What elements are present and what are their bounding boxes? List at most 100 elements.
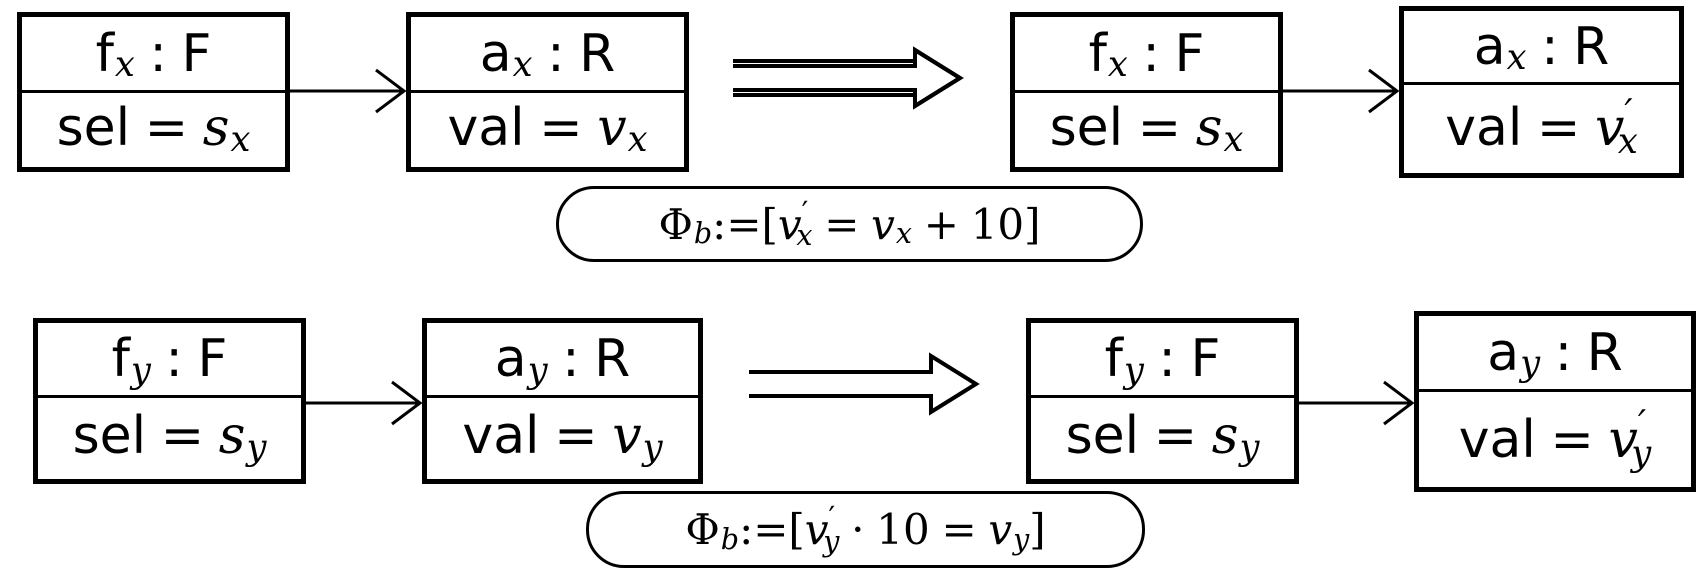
node-name: f (95, 23, 114, 84)
type-colon: : (149, 23, 167, 84)
node-name: a (494, 329, 527, 389)
attr-value: s (1195, 98, 1223, 158)
condition-phi: Φ (658, 199, 693, 249)
node-name: f (1104, 329, 1123, 389)
attr-value-sub: x (1223, 118, 1244, 160)
condition-assign: := (712, 199, 762, 249)
node-name-sub: y (527, 349, 548, 391)
attr-equals: = (1137, 98, 1182, 158)
attr-value-sub: y (1239, 426, 1260, 468)
attr-value: s (1211, 406, 1239, 466)
node-name: a (1487, 322, 1520, 383)
node-type: R (1586, 322, 1623, 383)
attr-equals: = (1550, 409, 1594, 470)
node-name: a (1473, 16, 1506, 77)
node-attribute: val = v′y (1419, 392, 1691, 487)
type-colon: : (1142, 23, 1160, 84)
attr-equals: = (539, 98, 583, 158)
condition-operator: = (824, 199, 860, 249)
attr-value: s (202, 98, 230, 158)
edge-arrowhead (375, 68, 407, 114)
attr-equals: = (1153, 406, 1198, 466)
condition-var: v (804, 505, 829, 554)
attr-value: v (597, 98, 627, 158)
attr-value: s (218, 406, 246, 466)
edge-arrowhead (1368, 68, 1400, 114)
attr-value-sub: y (1631, 432, 1652, 474)
condition-operator: + (923, 199, 959, 249)
rewrite-arrow-head (929, 352, 980, 416)
attr-value-sub: x (230, 118, 251, 160)
attr-equals: = (1536, 98, 1581, 158)
node-type: F (1190, 329, 1221, 389)
node-name-sub: y (130, 349, 151, 391)
condition-operator: · (851, 505, 865, 554)
edge-arrowhead (1383, 380, 1415, 426)
attr-value-sub: x (1617, 121, 1638, 163)
type-colon: : (562, 329, 580, 389)
node-type: R (1573, 16, 1610, 77)
edge-arrowhead (391, 380, 423, 426)
node-type: F (1174, 23, 1205, 84)
rewrite-arrow-fill (731, 66, 917, 90)
condition-prime: ′ (828, 500, 836, 535)
condition-bracket-open: [ (788, 505, 805, 554)
type-colon: : (1158, 329, 1176, 389)
node-name-sub: x (114, 44, 135, 86)
condition-assign: := (739, 505, 789, 554)
condition-rhs-sub: x (895, 216, 912, 251)
condition-var: v (777, 199, 802, 249)
rewrite-arrow-head (913, 46, 964, 110)
type-colon: : (1541, 16, 1559, 77)
node-name-sub: y (1123, 349, 1144, 391)
attr-value-prime: ′ (1637, 402, 1647, 446)
attr-value-sub: x (627, 118, 648, 160)
node-name-sub: x (512, 44, 533, 86)
node-name: f (111, 329, 130, 389)
attr-name: val (447, 98, 525, 158)
attr-name: sel (72, 406, 147, 466)
condition-bracket-close: ] (1029, 505, 1046, 554)
node-type: F (197, 329, 228, 389)
node-name: a (479, 23, 512, 84)
attr-name: val (1458, 409, 1536, 470)
node-name-sub: y (1520, 343, 1541, 385)
node-type: R (579, 23, 616, 84)
node-type: R (594, 329, 631, 389)
attr-equals: = (144, 98, 189, 158)
attr-value-sub: y (246, 426, 267, 468)
condition-rhs-sub: y (1013, 521, 1030, 556)
condition-constant: 10 (876, 505, 930, 554)
attr-equals: = (554, 406, 598, 466)
attr-value: v (1608, 409, 1638, 470)
condition-var-sub: y (823, 523, 840, 558)
node-name: f (1088, 23, 1107, 84)
attr-name: val (462, 406, 540, 466)
attr-value-prime: ′ (1624, 90, 1633, 134)
condition-operator: = (941, 505, 977, 554)
node-name-sub: x (1506, 37, 1527, 79)
attr-equals: = (160, 406, 205, 466)
condition-bracket-close: ] (1024, 199, 1041, 249)
type-colon: : (165, 329, 183, 389)
node-name-sub: x (1107, 44, 1128, 86)
